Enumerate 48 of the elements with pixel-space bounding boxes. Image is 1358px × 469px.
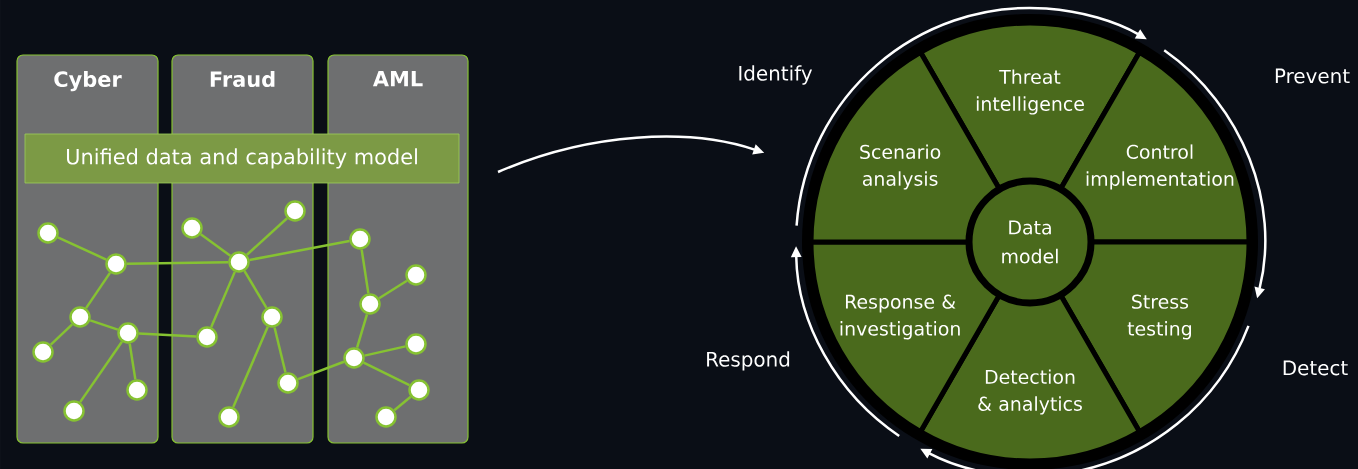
network-link [57,236,107,261]
network-dot [63,400,85,422]
network-link [200,233,232,257]
network-link [126,260,229,266]
network-dot [196,326,218,348]
network-link [355,313,369,349]
network-dot [405,264,427,286]
network-link [79,341,123,403]
network-link [360,249,370,294]
network-link [138,332,197,338]
network-link [232,326,269,408]
network-dot [408,379,430,401]
network-dot [126,379,148,401]
network-link [128,343,137,380]
network-dot [405,333,427,355]
network-link [364,345,406,357]
network-dot [359,293,381,315]
network-link [378,279,408,300]
network-link [246,217,288,256]
network-link [273,327,287,373]
phase-label: Identify [739,65,813,85]
network-dot [105,253,127,275]
network-dot [117,322,139,344]
network-dot [69,306,91,328]
network-link [85,272,111,309]
network-link [243,270,268,309]
band-box: Unified data and capability model [24,133,460,184]
network-link [49,323,74,346]
network-dot [349,228,371,250]
network-dot [32,341,54,363]
network-dot [228,251,250,273]
network-link [89,319,119,331]
phase-label: Detect [1283,360,1348,376]
network-link [210,271,236,328]
network-dot [218,406,240,428]
network-dot [181,217,203,239]
network-dot [375,406,397,428]
network-link [363,361,410,387]
phase-label: Prevent [1275,68,1350,84]
network-link [393,395,412,412]
phase-label: Respond [707,351,790,371]
network-link [297,360,345,381]
network-dot [261,306,283,328]
network-dot [343,347,365,369]
network-dot [37,222,59,244]
network-dot [284,200,306,222]
network-link [249,239,350,262]
network-dot [277,372,299,394]
